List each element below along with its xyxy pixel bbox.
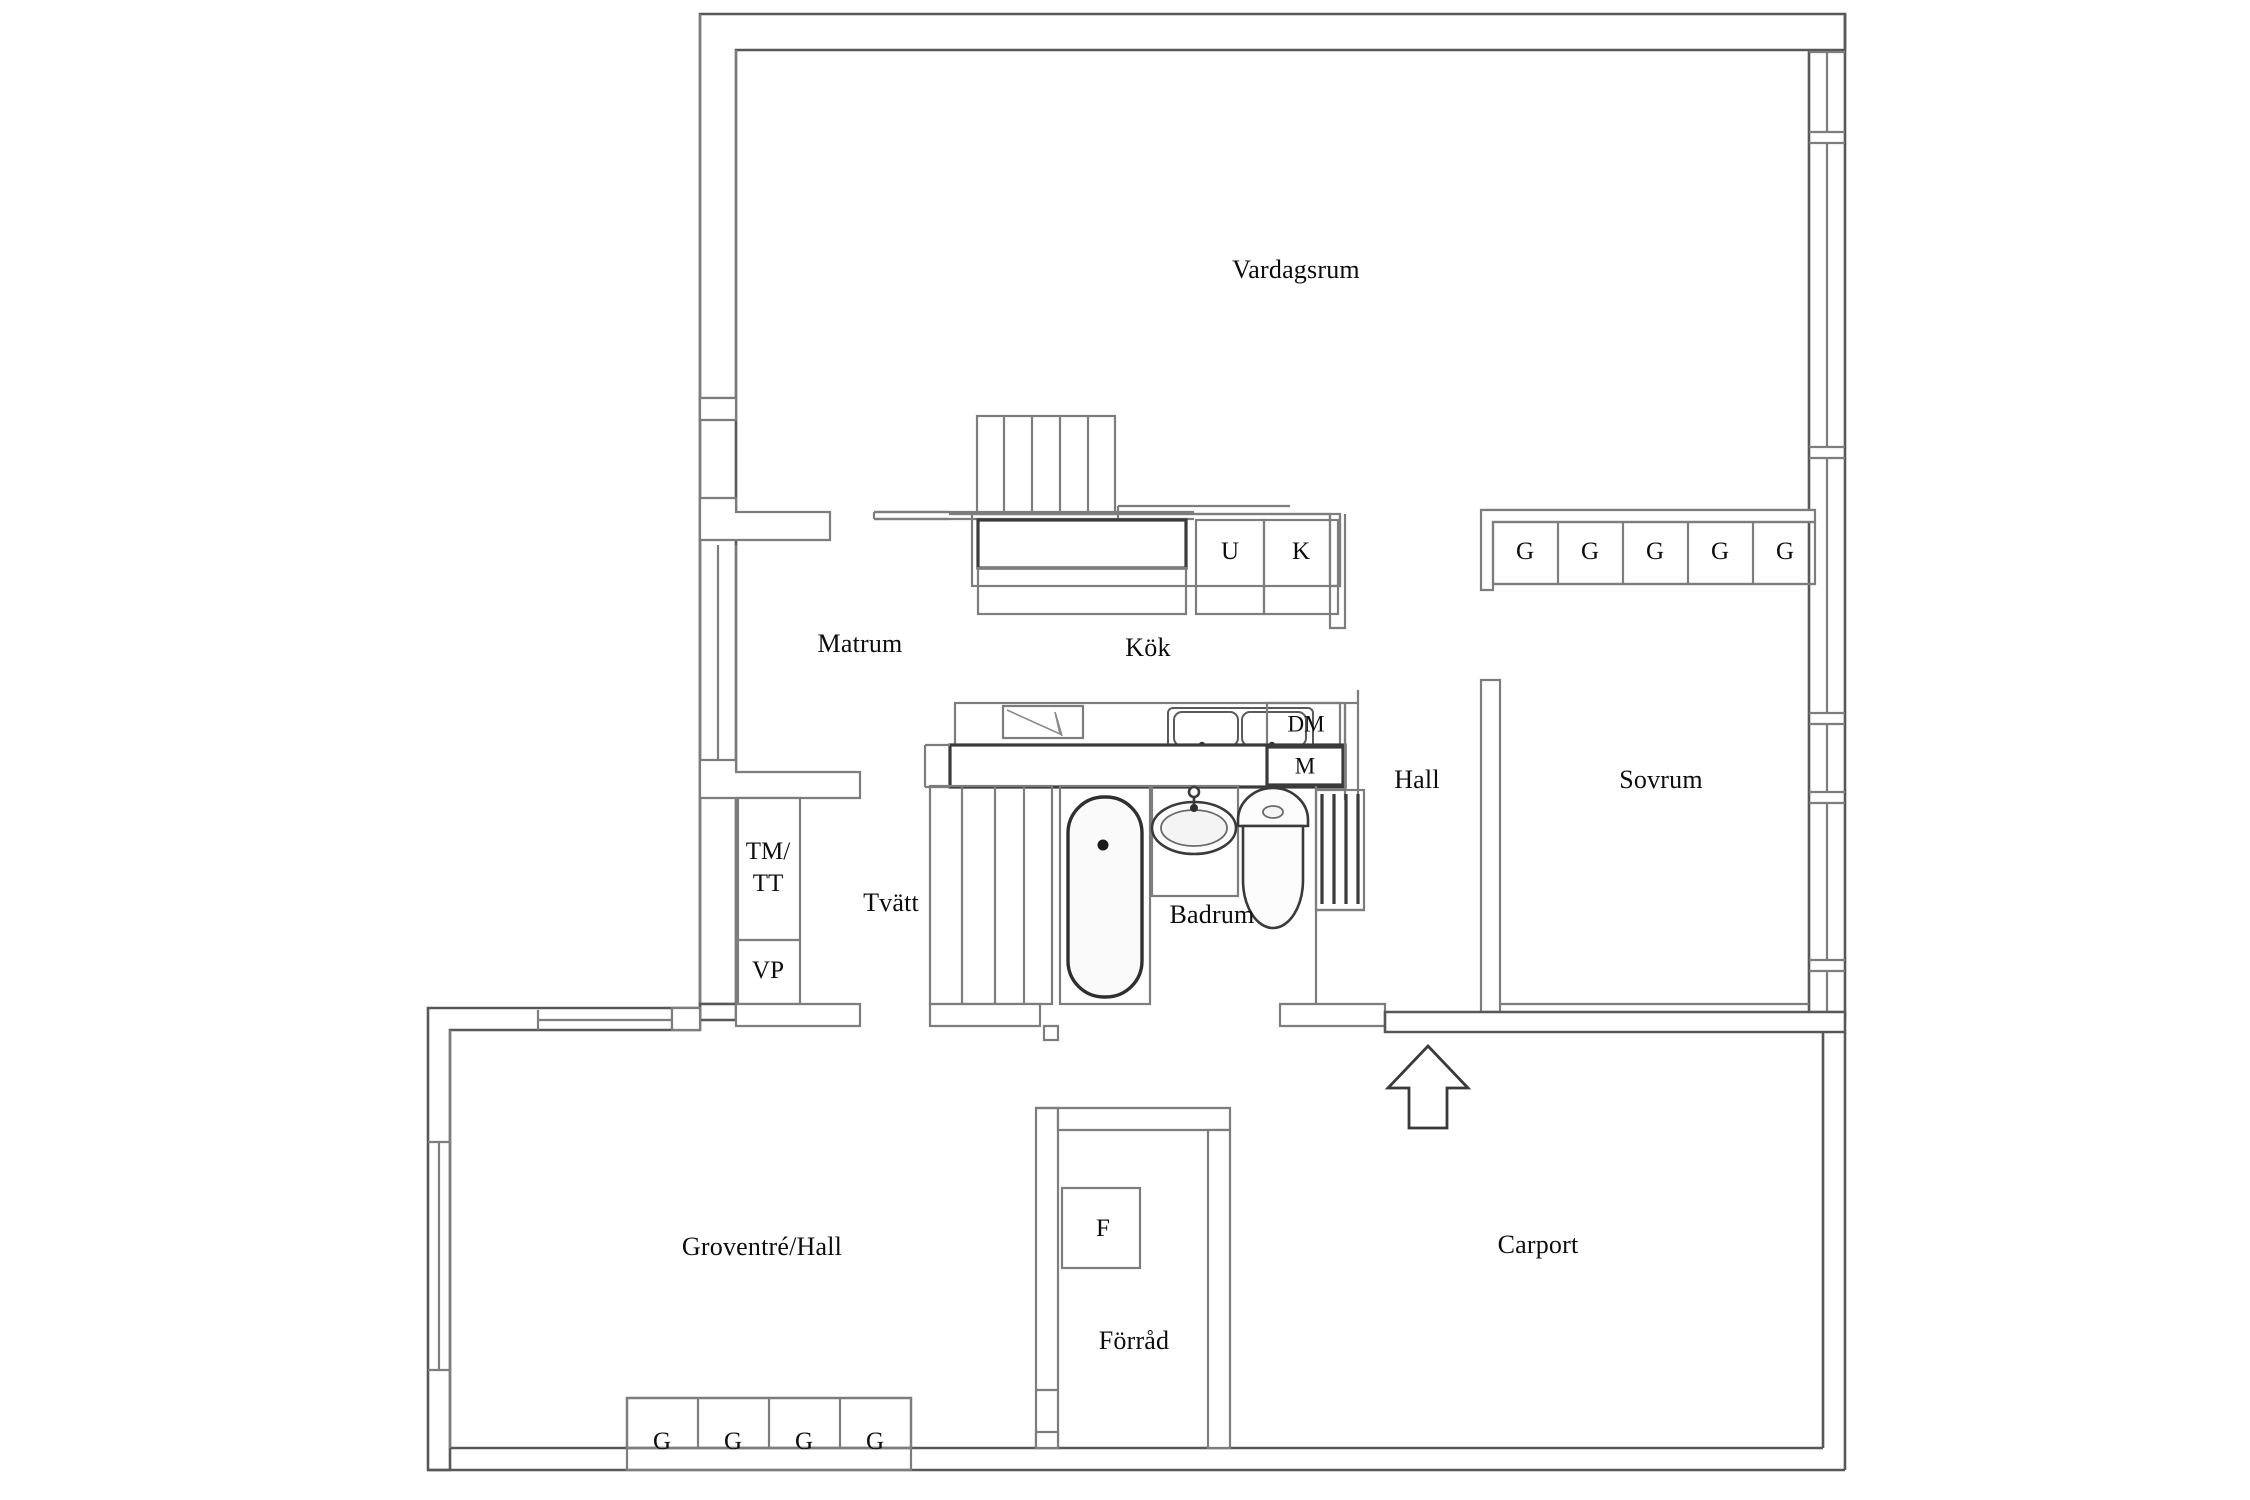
wardrobe-cell-label: G: [723, 1428, 743, 1455]
dishwasher-unit-label: DM: [1287, 711, 1325, 737]
kitchen-sink-run: [923, 690, 1360, 800]
freezer-unit-label: F: [1096, 1215, 1110, 1242]
tvatt-room: [698, 784, 1060, 1042]
room-label-groventre: Groventré/Hall: [681, 1232, 843, 1261]
wardrobe-cell-label: G: [794, 1428, 814, 1455]
matrum-kok-opening: [874, 510, 949, 521]
room-label-forrad: Förråd: [1098, 1326, 1170, 1355]
room-label-sovrum: Sovrum: [1619, 765, 1703, 794]
entrance-direction-arrow-shape: [1384, 1043, 1472, 1130]
wardrobe-cell-label: G: [1580, 538, 1600, 565]
room-label-vardagsrum: Vardagsrum: [1232, 255, 1360, 284]
hall-sovrum: [1383, 508, 1847, 1034]
wardrobe-cell-label: G: [1645, 538, 1665, 565]
room-label-hall: Hall: [1394, 765, 1440, 794]
refrigerator-unit-label: K: [1291, 538, 1311, 565]
heat-pump-unit-label: VP: [752, 957, 784, 984]
room-label-matrum: Matrum: [817, 629, 903, 658]
room-label-kok: Kök: [1125, 633, 1171, 662]
microwave-unit-label: M: [1294, 753, 1316, 779]
wardrobe-cell-label: G: [1515, 538, 1535, 565]
washing-machine-tumble-dryer-label: TM/TT: [745, 838, 791, 897]
wardrobe-cell-label: G: [1710, 538, 1730, 565]
wardrobe-cell-label: G: [865, 1428, 885, 1455]
vardagsrum-matrum-divider: [698, 50, 738, 422]
window-right-wall-group: [1809, 50, 1845, 1014]
kitchen-group: [872, 414, 1347, 630]
room-label-tvatt: Tvätt: [863, 888, 919, 917]
wardrobe-cell-label: G: [652, 1428, 672, 1455]
room-label-carport: Carport: [1497, 1230, 1579, 1259]
oven-unit-label: U: [1220, 538, 1240, 565]
lower-block: [426, 1006, 1847, 1472]
room-label-badrum: Badrum: [1169, 900, 1255, 929]
wardrobe-cell-label: G: [1775, 538, 1795, 565]
